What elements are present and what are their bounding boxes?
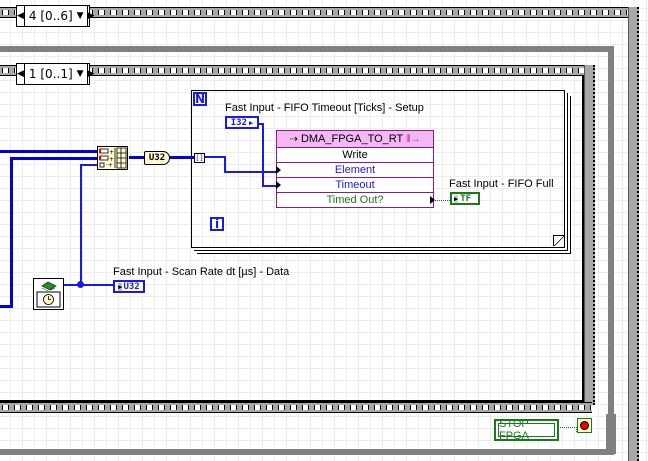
- input-arrow-icon: ▶: [118, 282, 123, 291]
- stop-terminal[interactable]: [577, 418, 592, 433]
- outer-loop-border-right: [608, 46, 614, 420]
- wire-scan-rate-vertical: [80, 165, 82, 286]
- next-case-arrow-icon[interactable]: ▶: [86, 64, 94, 84]
- outer-loop-border-top: [0, 46, 614, 52]
- wire-timeout-1: [259, 123, 263, 125]
- fifo-timeout-control[interactable]: I32 ▶: [225, 116, 259, 129]
- dma-input-element[interactable]: Element: [276, 163, 433, 178]
- wire-build-array-out: [129, 156, 145, 159]
- next-frame-arrow-icon[interactable]: ▶: [86, 6, 94, 26]
- outer-loop-border-bottom: [0, 449, 614, 455]
- scan-rate-indicator[interactable]: ▶ U32: [113, 280, 145, 293]
- wire-tunnel-to-element-1: [202, 156, 226, 158]
- input-arrow-icon: ▶: [454, 194, 459, 203]
- loop-corner-fold-icon: [553, 235, 564, 246]
- wire-timeout-3: [262, 185, 278, 187]
- output-arrow-icon: [430, 196, 435, 204]
- wire-element-in-2-vertical: [10, 157, 13, 307]
- chevron-down-icon[interactable]: ▼: [76, 11, 84, 21]
- wire-element-in-1: [0, 150, 100, 153]
- dma-input-timeout[interactable]: Timeout: [276, 178, 433, 193]
- inner-case-frame-top: [0, 65, 592, 76]
- svg-text:·+: ·+: [106, 162, 113, 169]
- inner-case-frame-bottom: [0, 402, 592, 413]
- input-arrow-icon: [276, 181, 281, 189]
- inner-case-frame-right: [584, 65, 595, 405]
- build-array-icon: + + ·+: [99, 147, 127, 169]
- input-arrow-icon: [276, 166, 281, 174]
- fpga-chip-clock-icon: [36, 281, 61, 308]
- wire-element-in-2-bottom: [0, 305, 13, 308]
- fifo-full-indicator[interactable]: ▶ TF: [450, 192, 480, 205]
- wire-timer-to-indicator: [64, 284, 114, 286]
- wire-u32-to-tunnel: [168, 156, 194, 159]
- fifo-icon: ⦀→: [406, 134, 421, 145]
- previous-frame-arrow-icon[interactable]: ◀: [17, 6, 25, 26]
- dma-output-timed-out[interactable]: Timed Out?: [277, 193, 435, 207]
- fifo-full-label: Fast Input - FIFO Full: [449, 178, 554, 190]
- stop-fpga-button-inner: STOP FPGA: [498, 418, 555, 442]
- build-array-node[interactable]: + + ·+: [97, 146, 128, 170]
- tick-count-node[interactable]: [33, 278, 64, 310]
- svg-text:+: +: [109, 149, 114, 156]
- loop-tunnel[interactable]: []: [194, 153, 205, 163]
- u32-conversion-node[interactable]: U32: [144, 151, 170, 165]
- fifo-write-arrow-icon: ⇢: [289, 134, 298, 145]
- stop-fpga-button[interactable]: STOP FPGA: [494, 418, 559, 442]
- wire-tunnel-to-element-3: [224, 171, 278, 173]
- wire-tunnel-to-element-2: [224, 156, 226, 173]
- outer-sequence-selector[interactable]: ◀ 4 [0..6] ▼ ▶: [16, 5, 94, 27]
- wire-timeout-2: [262, 123, 264, 186]
- chevron-down-icon[interactable]: ▼: [76, 69, 84, 79]
- scan-rate-label: Fast Input - Scan Rate dt [µs] - Data: [113, 266, 290, 278]
- wire-scan-rate-branch: [80, 164, 100, 166]
- dma-method-row[interactable]: Write: [277, 148, 433, 163]
- outer-sequence-frame-right: [628, 7, 639, 461]
- iteration-count-terminal[interactable]: N: [193, 92, 207, 106]
- dma-node-header: ⇢ DMA_FPGA_TO_RT ⦀→: [277, 131, 433, 148]
- fifo-timeout-label: Fast Input - FIFO Timeout [Ticks] - Setu…: [225, 102, 424, 114]
- wire-boolean-stop: [560, 427, 577, 432]
- outer-loop-stop-terminal: [606, 414, 616, 454]
- inner-case-selector[interactable]: ◀ 1 [0..1] ▼ ▶: [16, 63, 94, 85]
- inner-case-inner-border: [0, 76, 584, 402]
- dma-fifo-write-node[interactable]: ⇢ DMA_FPGA_TO_RT ⦀→ Write Element Timeou…: [276, 130, 435, 208]
- output-arrow-icon: ▶: [249, 118, 254, 127]
- loop-index-terminal[interactable]: i: [210, 217, 224, 231]
- svg-text:+: +: [109, 156, 114, 163]
- outer-sequence-frame-top: [0, 7, 636, 18]
- wire-element-in-2: [10, 157, 100, 160]
- previous-case-arrow-icon[interactable]: ◀: [17, 64, 25, 84]
- wire-boolean-timed-out: [432, 200, 450, 201]
- wire-junction-dot: [77, 281, 84, 288]
- timed-loop-frame: [191, 90, 565, 248]
- stop-indicator-icon: [580, 421, 589, 430]
